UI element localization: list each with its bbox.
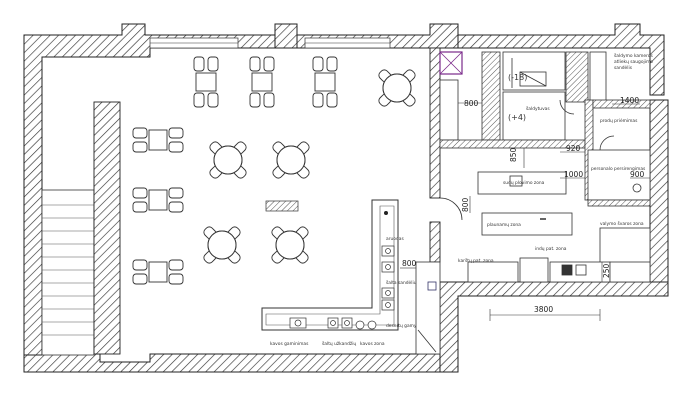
bar-label-1: kavos gaminimas xyxy=(270,341,309,347)
dimension-lines xyxy=(400,102,650,321)
dim-800-top: 800 xyxy=(464,99,479,108)
clean-zone-label: valymo švaros zona xyxy=(600,220,644,227)
dim-250: 250 xyxy=(602,263,611,278)
staircase xyxy=(41,101,121,356)
dim-1000: 1000 xyxy=(564,170,583,179)
bar-label-3: kavos zona xyxy=(360,341,385,347)
dim-800-bar: 800 xyxy=(402,259,417,268)
hot-zone-label: karštų pat. zona xyxy=(458,257,494,264)
bar-label-4: desertų gamyba xyxy=(386,323,422,329)
dim-800-left: 800 xyxy=(461,197,470,212)
fridge-label: šaldytuvas xyxy=(526,105,550,112)
dim-1400: 1400 xyxy=(620,96,639,105)
dim-3800: 3800 xyxy=(534,305,553,314)
freezer-temp: (-18) xyxy=(508,73,527,82)
top-note-2: atliekų saugojimo xyxy=(614,59,653,65)
prep-zone-label: indų pat. zona xyxy=(535,246,567,252)
kitchen xyxy=(439,51,651,283)
staff-wc-label: personalo persirengimas xyxy=(591,166,646,172)
bar-door xyxy=(415,261,441,355)
prod-storage-label: prodų priėmimas xyxy=(600,118,638,124)
dish-zone-b: plaunamų zona xyxy=(487,222,521,228)
bar-counter: kavos gaminimas šaltų užkandžių kavos zo… xyxy=(261,199,422,347)
dish-zone-a: sudų plovimo zona xyxy=(503,180,545,186)
outer-walls xyxy=(23,23,669,373)
dim-920: 920 xyxy=(566,144,581,153)
top-note-1: šaldymo kameros xyxy=(614,52,653,59)
bar-label-2: šaltų užkandžių xyxy=(322,340,356,347)
bar-label-6: aruodas xyxy=(386,236,404,242)
top-note-3: sandėlis xyxy=(614,65,633,71)
bar-label-5: šalta sandėliu xyxy=(386,279,417,286)
dim-900: 900 xyxy=(630,170,645,179)
seating-area xyxy=(132,56,418,285)
fridge-temp: (+4) xyxy=(508,113,526,122)
dim-850: 850 xyxy=(509,147,518,162)
